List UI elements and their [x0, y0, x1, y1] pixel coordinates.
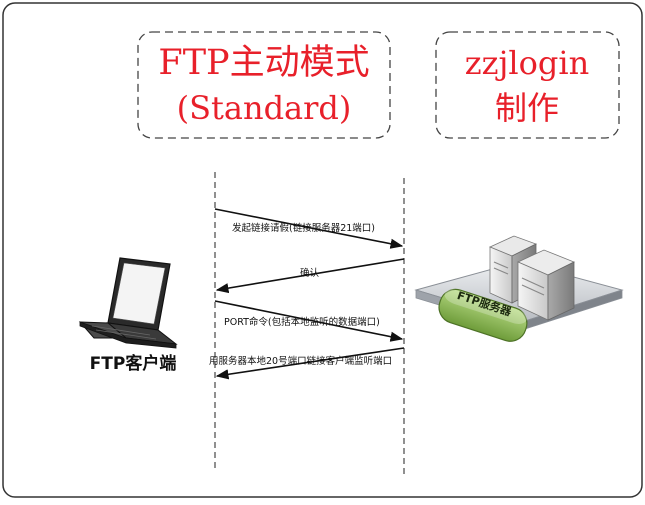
message-1: 发起链接请假(链接服务器21端口)	[214, 208, 404, 249]
message-1-label: 发起链接请假(链接服务器21端口)	[232, 222, 375, 234]
client-label: FTP客户端	[90, 353, 177, 374]
author-box	[435, 31, 620, 139]
message-4: 用服务器本地20号端口链接客户端监听端口	[209, 347, 405, 380]
message-3: PORT命令(包括本地监听的数据端口)	[214, 300, 404, 342]
title-box	[137, 31, 391, 139]
title-line-2: (Standard)	[177, 89, 352, 127]
message-3-label: PORT命令(包括本地监听的数据端口)	[224, 316, 380, 328]
author-line-1: zzjlogin	[465, 44, 589, 82]
outer-frame	[2, 2, 643, 498]
server-pad	[438, 288, 528, 342]
message-2-label: 确认	[300, 267, 320, 279]
laptop-icon	[78, 257, 178, 349]
message-2-arrow	[215, 258, 405, 294]
title-line-1: FTP主动模式	[158, 43, 369, 83]
message-4-label: 用服务器本地20号端口链接客户端监听端口	[209, 355, 392, 367]
server-unit-2	[517, 249, 575, 321]
message-1-arrow	[214, 208, 404, 249]
message-4-arrow	[215, 347, 405, 380]
message-2: 确认	[215, 258, 405, 294]
server-icon	[414, 235, 624, 342]
message-3-arrow	[214, 300, 404, 342]
author-line-2: 制作	[495, 89, 559, 127]
